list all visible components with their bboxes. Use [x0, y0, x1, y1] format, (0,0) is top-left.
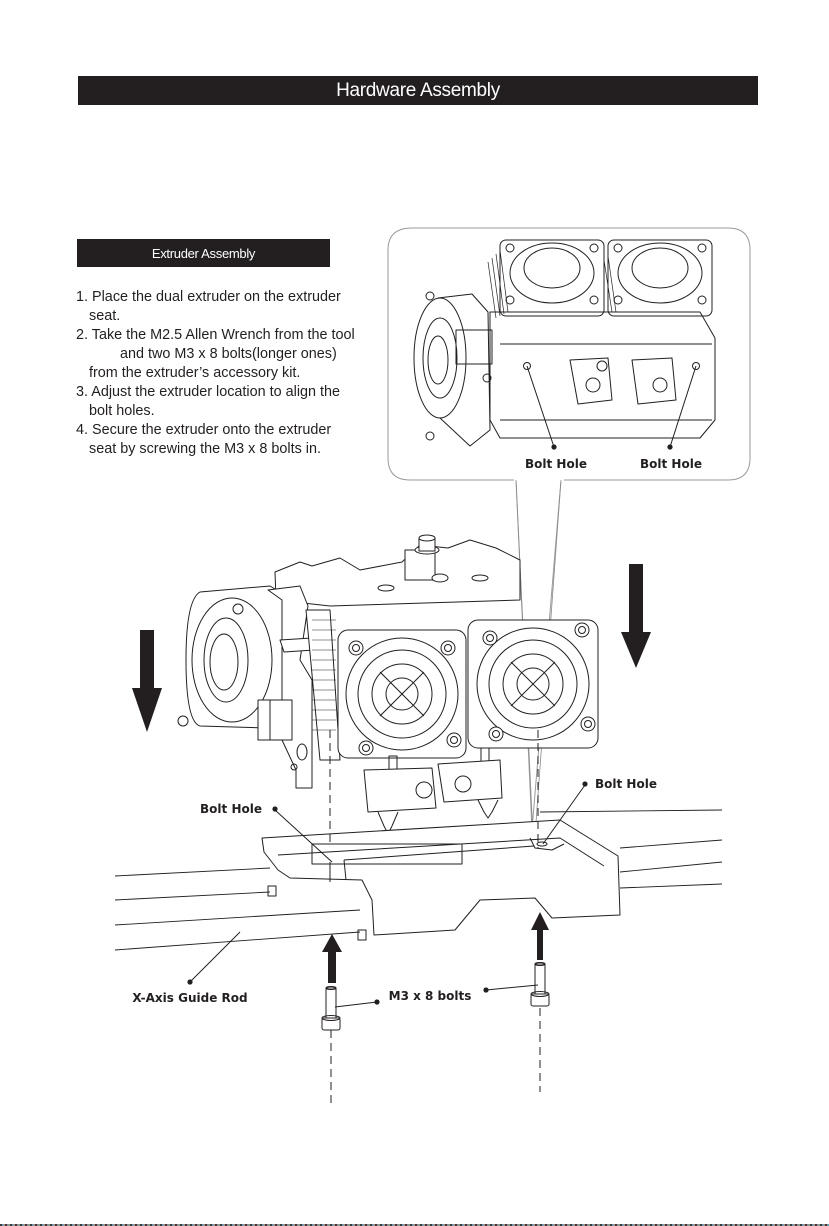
arrow-up-bolt-right — [531, 912, 549, 960]
section-header: Extruder Assembly — [77, 239, 330, 267]
arrows — [132, 564, 651, 983]
section-title: Extruder Assembly — [151, 245, 256, 261]
x-axis-guide-rods — [114, 809, 723, 951]
arrow-down-left — [132, 630, 162, 732]
callout-label-bolt-hole-left: Bolt Hole — [525, 457, 587, 471]
label-bolt-hole-left: Bolt Hole — [200, 802, 262, 816]
main-extruder-drawing — [177, 534, 599, 835]
instruction-step-1: 1. Place the dual extruder on the extrud… — [76, 289, 341, 324]
callout-inset: Bolt Hole Bolt Hole — [387, 227, 751, 837]
arrow-up-bolt-left — [322, 934, 342, 983]
fan-left — [337, 629, 467, 759]
label-bolt-hole-right: Bolt Hole — [595, 777, 657, 791]
callout-label-bolt-hole-right: Bolt Hole — [640, 457, 702, 471]
closeup-extruder-drawing — [413, 239, 716, 447]
instruction-step-3: 3. Adjust the extruder location to align… — [76, 384, 341, 419]
label-guide-rod: X-Axis Guide Rod — [132, 991, 247, 1005]
alignment-guides — [329, 730, 541, 1108]
arrow-down-right — [621, 564, 651, 668]
instruction-list: 1. Place the dual extruder on the extrud… — [76, 288, 386, 459]
page-bottom-edge — [0, 1224, 829, 1226]
page-title-bar: Hardware Assembly — [78, 76, 758, 105]
m3-bolt-right — [530, 962, 550, 1007]
extruder-seat — [261, 819, 621, 941]
page-title: Hardware Assembly — [336, 79, 500, 101]
label-m3-bolts: M3 x 8 bolts — [389, 989, 472, 1003]
fan-right — [467, 619, 599, 749]
instruction-step-4: 4. Secure the extruder onto the extruder… — [76, 422, 332, 457]
diagram-labels: Bolt Hole Bolt Hole X-Axis Guide Rod M3 … — [132, 777, 657, 1008]
m3-bolt-left — [321, 986, 341, 1031]
instruction-step-2: 2. Take the M2.5 Allen Wrench from the t… — [76, 327, 355, 381]
